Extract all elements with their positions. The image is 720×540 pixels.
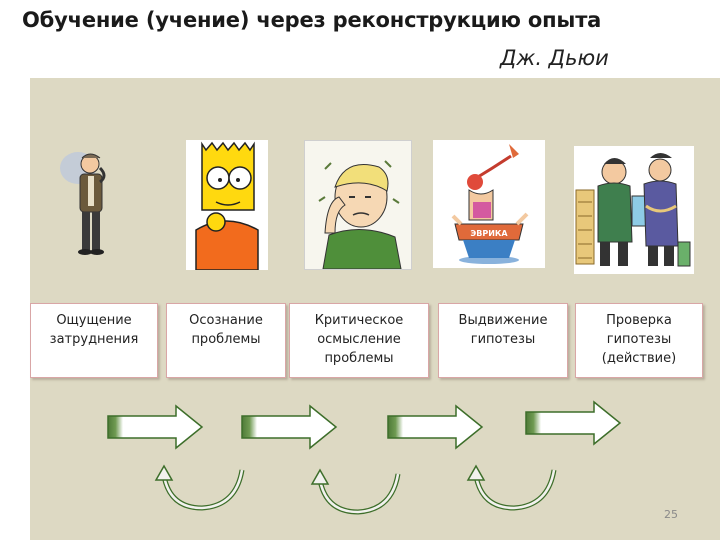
stage-box-5: Проверка гипотезы (действие)	[575, 303, 703, 378]
flow-arrow-1	[107, 404, 204, 450]
stage-label-line: Критическое	[314, 313, 404, 328]
illustration-cartoon-boy	[186, 140, 268, 270]
content-panel: ЭВРИКА Ощущение затрудне	[30, 78, 720, 540]
stage-label-line: Осознание	[189, 313, 263, 328]
stage-box-2: Осознание проблемы	[166, 303, 286, 378]
feedback-curve-arrow-3	[466, 464, 557, 511]
slide-title: Обучение (учение) через реконструкцию оп…	[22, 8, 602, 32]
stage-label-line: проблемы	[324, 351, 394, 366]
stage-label-line: Выдвижение	[458, 313, 548, 328]
stage-label-line: осмысление	[317, 332, 401, 347]
illustration-confused-boy	[304, 140, 412, 270]
flow-arrow-2	[241, 404, 338, 450]
stage-label-line: гипотезы	[606, 332, 672, 347]
slide-author: Дж. Дьюи	[500, 46, 609, 70]
flow-arrow-4	[525, 400, 622, 446]
stage-label-line: гипотезы	[470, 332, 536, 347]
stage-label-line: Проверка	[606, 313, 672, 328]
feedback-curve-arrow-2	[310, 468, 401, 515]
page-number: 25	[664, 508, 678, 521]
stage-label-line: (действие)	[601, 351, 677, 366]
stage-label-line: затруднения	[49, 332, 139, 347]
eureka-sign: ЭВРИКА	[470, 229, 508, 238]
stage-label-line: Ощущение	[56, 313, 132, 328]
flow-arrow-3	[387, 404, 484, 450]
feedback-curve-arrow-1	[154, 464, 245, 511]
stage-box-3: Критическое осмысление проблемы	[289, 303, 429, 378]
stage-label-line: проблемы	[191, 332, 261, 347]
stage-box-4: Выдвижение гипотезы	[438, 303, 568, 378]
illustration-eureka: ЭВРИКА	[433, 140, 545, 268]
stage-box-1: Ощущение затруднения	[30, 303, 158, 378]
illustration-thinking-man	[48, 138, 120, 262]
illustration-scientists	[574, 146, 694, 274]
